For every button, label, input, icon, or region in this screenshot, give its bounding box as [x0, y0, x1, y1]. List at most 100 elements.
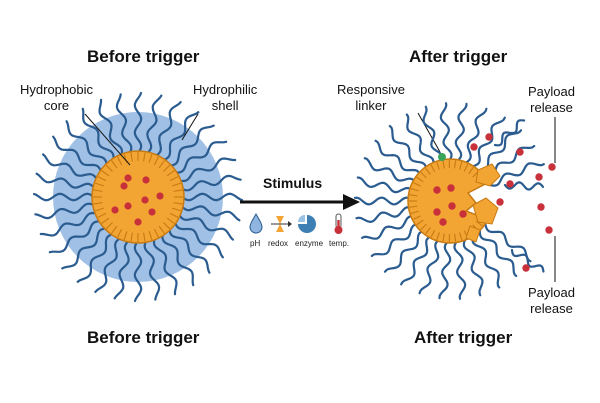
- tick: [410, 187, 419, 192]
- chain: [161, 232, 195, 287]
- tick: [442, 233, 445, 242]
- chain: [439, 102, 453, 163]
- tick: [163, 222, 171, 230]
- chain: [370, 223, 422, 258]
- chain: [353, 196, 415, 206]
- tick: [148, 231, 153, 240]
- tick: [105, 164, 113, 172]
- payload-release-label-top: Payload release: [528, 84, 575, 115]
- tick: [101, 217, 110, 224]
- tick: [169, 212, 179, 218]
- payload-dot: [433, 186, 441, 194]
- responsive-linker: [438, 153, 446, 161]
- tick: [101, 170, 110, 177]
- droplet-icon: [249, 212, 263, 234]
- redox-icon: [271, 216, 292, 232]
- chain: [42, 153, 99, 182]
- payload-dot: [439, 218, 447, 226]
- tick: [409, 194, 418, 197]
- chain: [383, 229, 428, 273]
- tick: [459, 161, 463, 170]
- chain: [173, 220, 224, 259]
- chain: [76, 232, 115, 283]
- chain: [61, 227, 108, 270]
- payload-dot: [470, 143, 478, 151]
- chain: [418, 237, 442, 295]
- tick: [173, 202, 183, 205]
- chain: [39, 211, 99, 237]
- tick: [430, 164, 436, 173]
- released-payload: [433, 133, 556, 272]
- tick: [117, 156, 123, 166]
- payload-dot: [485, 133, 493, 141]
- tick: [454, 233, 457, 242]
- payload-dot: [156, 192, 164, 200]
- tick: [416, 219, 424, 226]
- chain: [35, 172, 96, 190]
- payload-dot: [537, 203, 545, 211]
- disassembled-micelle: [353, 102, 556, 300]
- broken-core-ticks: [409, 159, 487, 243]
- chain: [180, 174, 242, 192]
- payload-dot: [134, 218, 142, 226]
- payload-dot: [459, 210, 467, 218]
- chain: [113, 239, 131, 300]
- tick: [410, 210, 419, 215]
- thermometer-icon: [334, 213, 343, 234]
- chain: [180, 192, 244, 202]
- chain: [438, 239, 452, 300]
- chain: [180, 204, 241, 222]
- payload-dot: [433, 208, 441, 216]
- tick: [158, 160, 165, 169]
- chain: [168, 124, 215, 167]
- payload-dot: [535, 173, 543, 181]
- tick: [95, 182, 104, 187]
- tick: [143, 152, 146, 162]
- chain: [81, 107, 115, 162]
- payload-dot: [148, 208, 156, 216]
- chain: [52, 135, 103, 174]
- chain: [454, 102, 468, 163]
- tick: [166, 170, 175, 177]
- released-chains: [353, 102, 545, 300]
- chain: [98, 98, 124, 158]
- payload-dot: [141, 196, 149, 204]
- chain: [400, 234, 435, 286]
- tick: [430, 229, 436, 238]
- after-trigger-caption: After trigger: [414, 328, 513, 347]
- tick: [163, 164, 171, 172]
- core-callout-line: [84, 113, 131, 166]
- payload-dot: [124, 174, 132, 182]
- tick: [425, 227, 431, 235]
- chain: [152, 236, 178, 296]
- tick: [169, 176, 179, 182]
- tick: [416, 176, 424, 183]
- tick: [413, 182, 421, 187]
- chain: [356, 176, 415, 194]
- tick: [143, 232, 146, 242]
- chain: [143, 239, 161, 301]
- chain: [34, 202, 96, 220]
- redox-label: redox: [268, 239, 289, 248]
- payload-dot: [120, 182, 128, 190]
- chain: [471, 116, 506, 168]
- chain: [153, 101, 182, 158]
- tick: [130, 152, 133, 162]
- tick: [97, 176, 107, 182]
- free-chain: [493, 119, 526, 147]
- free-chain: [510, 248, 545, 273]
- payload-dot: [516, 148, 524, 156]
- tick: [130, 232, 133, 242]
- encapsulated-payload: [111, 174, 164, 226]
- tick: [172, 182, 181, 187]
- chain: [65, 120, 108, 167]
- chain: [115, 93, 133, 155]
- payload-dot: [447, 184, 455, 192]
- tick: [123, 231, 128, 240]
- tick: [95, 207, 104, 212]
- chain: [374, 139, 422, 179]
- chain: [161, 111, 200, 162]
- stimulus-label: Stimulus: [263, 175, 323, 191]
- chain: [478, 229, 518, 278]
